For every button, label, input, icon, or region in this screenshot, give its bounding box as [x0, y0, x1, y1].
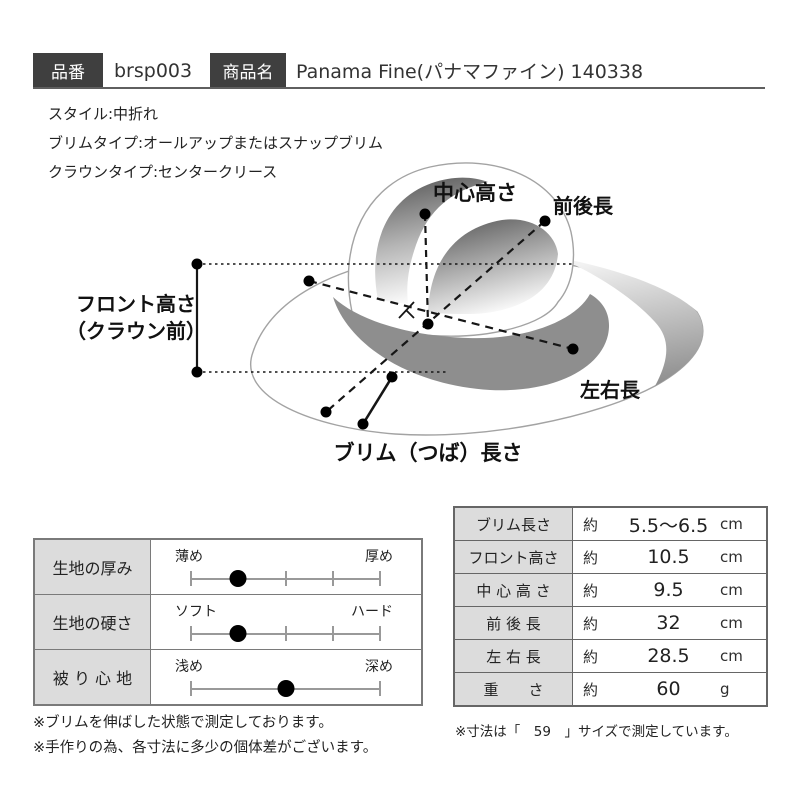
scale-tick	[331, 626, 334, 641]
size-table: ブリム長さ 約 5.5～6.5 cm フロント高さ 約 10.5 cm 中 心 …	[453, 506, 768, 707]
scale-min-label: 浅め	[175, 659, 203, 675]
front-height-label-line1: フロント高さ	[76, 292, 196, 316]
center-height-label: 中心高さ	[433, 181, 517, 205]
size-row-label: 前 後 長	[455, 607, 573, 639]
scale-track	[190, 625, 381, 642]
product-name-value: Panama Fine(パナマファイン) 140338	[296, 61, 644, 83]
size-unit: cm	[720, 515, 743, 533]
size-value: 60	[656, 678, 681, 700]
footnote-handmade: ※手作りの為、各寸法に多少の個体差がございます。	[33, 740, 378, 756]
scale-value-dot	[277, 680, 294, 697]
size-row-label: 中 心 高 さ	[455, 574, 573, 606]
scale-max-label: 深め	[365, 659, 393, 675]
size-unit: cm	[720, 581, 743, 599]
hat-band	[333, 294, 610, 391]
product-name-label-box: 商品名	[210, 53, 286, 88]
scale-tick	[190, 626, 192, 641]
feel-table: 生地の厚み 薄め 厚め 生地の硬さ ソフト ハード	[33, 538, 423, 706]
scale-min-label: ソフト	[175, 604, 217, 620]
feel-row-scale: ソフト ハード	[151, 595, 421, 649]
size-unit: g	[720, 680, 730, 698]
feel-row-thickness: 生地の厚み 薄め 厚め	[35, 540, 421, 594]
size-row-label: 重 さ	[455, 673, 573, 705]
right-angle-mark	[398, 301, 415, 319]
brim-length-line	[361, 376, 394, 425]
size-row-front-back: 前 後 長 約 32 cm	[455, 606, 766, 639]
scale-max-label: 厚め	[365, 549, 393, 565]
scale-tick	[190, 681, 192, 696]
style-line: スタイル:中折れ	[48, 105, 159, 123]
hat-crease-dimple	[428, 219, 558, 314]
hat-measurement-diagram: 中心高さ 前後長 フロント高さ （クラウン前） 左右長 ブリム（つば）長さ	[66, 162, 704, 465]
size-value: 28.5	[647, 645, 690, 667]
size-unit: cm	[720, 548, 743, 566]
size-row-left-right: 左 右 長 約 28.5 cm	[455, 639, 766, 672]
front-back-label: 前後長	[553, 194, 614, 218]
scale-track	[190, 570, 381, 587]
left-right-line	[308, 279, 574, 351]
approx-label: 約	[583, 680, 599, 699]
size-row-label: フロント高さ	[455, 541, 573, 573]
scale-tick	[379, 681, 381, 696]
scale-value-dot	[229, 625, 247, 642]
size-row-center-height: 中 心 高 さ 約 9.5 cm	[455, 573, 766, 606]
footnote-size-basis: ※寸法は「 59 」サイズで測定しています。	[455, 724, 738, 740]
center-height-line	[423, 213, 430, 325]
item-code-label-box: 品番	[33, 53, 103, 88]
size-unit: cm	[720, 614, 743, 632]
approx-label: 約	[583, 515, 599, 534]
front-height-label-line2: （クラウン前）	[66, 319, 206, 343]
approx-label: 約	[583, 581, 599, 600]
header-divider	[33, 87, 765, 89]
feel-row-label: 被 り 心 地	[35, 650, 151, 704]
product-name-label: 商品名	[222, 63, 274, 83]
hat-crease-shadow-left	[375, 177, 488, 304]
size-value: 5.5～6.5	[628, 514, 709, 537]
size-row-label: ブリム長さ	[455, 508, 573, 540]
scale-tick	[284, 571, 287, 586]
hat-brim-edge-shading	[560, 258, 703, 386]
size-row-brim: ブリム長さ 約 5.5～6.5 cm	[455, 508, 766, 540]
scale-tick	[379, 571, 381, 586]
item-code-value: brsp003	[114, 59, 193, 82]
front-back-line	[325, 220, 546, 413]
scale-tick	[331, 571, 334, 586]
scale-tick	[284, 626, 287, 641]
size-unit: cm	[720, 647, 743, 665]
scale-tick	[379, 626, 381, 641]
feel-row-hardness: 生地の硬さ ソフト ハード	[35, 594, 421, 649]
feel-row-label: 生地の厚み	[35, 540, 151, 594]
scale-track	[190, 680, 381, 697]
spec-detail-lines: スタイル:中折れ ブリムタイプ:オールアップまたはスナップブリム クラウンタイプ…	[48, 103, 383, 190]
left-right-label: 左右長	[580, 378, 641, 402]
footnote-brim: ※ブリムを伸ばした状態で測定しております。	[33, 715, 333, 731]
scale-min-label: 薄め	[175, 549, 203, 565]
size-value: 10.5	[647, 546, 690, 568]
item-code-label: 品番	[51, 63, 85, 83]
feel-row-label: 生地の硬さ	[35, 595, 151, 649]
footnotes-left: ※ブリムを伸ばした状態で測定しております。 ※手作りの為、各寸法に多少の個体差が…	[33, 713, 377, 763]
scale-max-label: ハード	[351, 604, 393, 620]
feel-row-fit: 被 り 心 地 浅め 深め	[35, 649, 421, 704]
brim-type-line: ブリムタイプ:オールアップまたはスナップブリム	[48, 134, 384, 152]
size-value: 9.5	[653, 579, 684, 601]
size-row-weight: 重 さ 約 60 g	[455, 672, 766, 705]
feel-row-scale: 浅め 深め	[151, 650, 421, 704]
scale-value-dot	[229, 570, 247, 587]
approx-label: 約	[583, 647, 599, 666]
size-value: 32	[656, 612, 681, 634]
crown-type-line: クラウンタイプ:センタークリース	[48, 163, 278, 181]
feel-row-scale: 薄め 厚め	[151, 540, 421, 594]
scale-tick	[190, 571, 192, 586]
approx-label: 約	[583, 548, 599, 567]
measurement-dots	[191, 208, 579, 430]
measurement-lines	[195, 213, 574, 425]
hat-illustration	[250, 162, 704, 436]
size-row-label: 左 右 長	[455, 640, 573, 672]
approx-label: 約	[583, 614, 599, 633]
brim-length-label: ブリム（つば）長さ	[334, 441, 523, 465]
size-row-front-height: フロント高さ 約 10.5 cm	[455, 540, 766, 573]
